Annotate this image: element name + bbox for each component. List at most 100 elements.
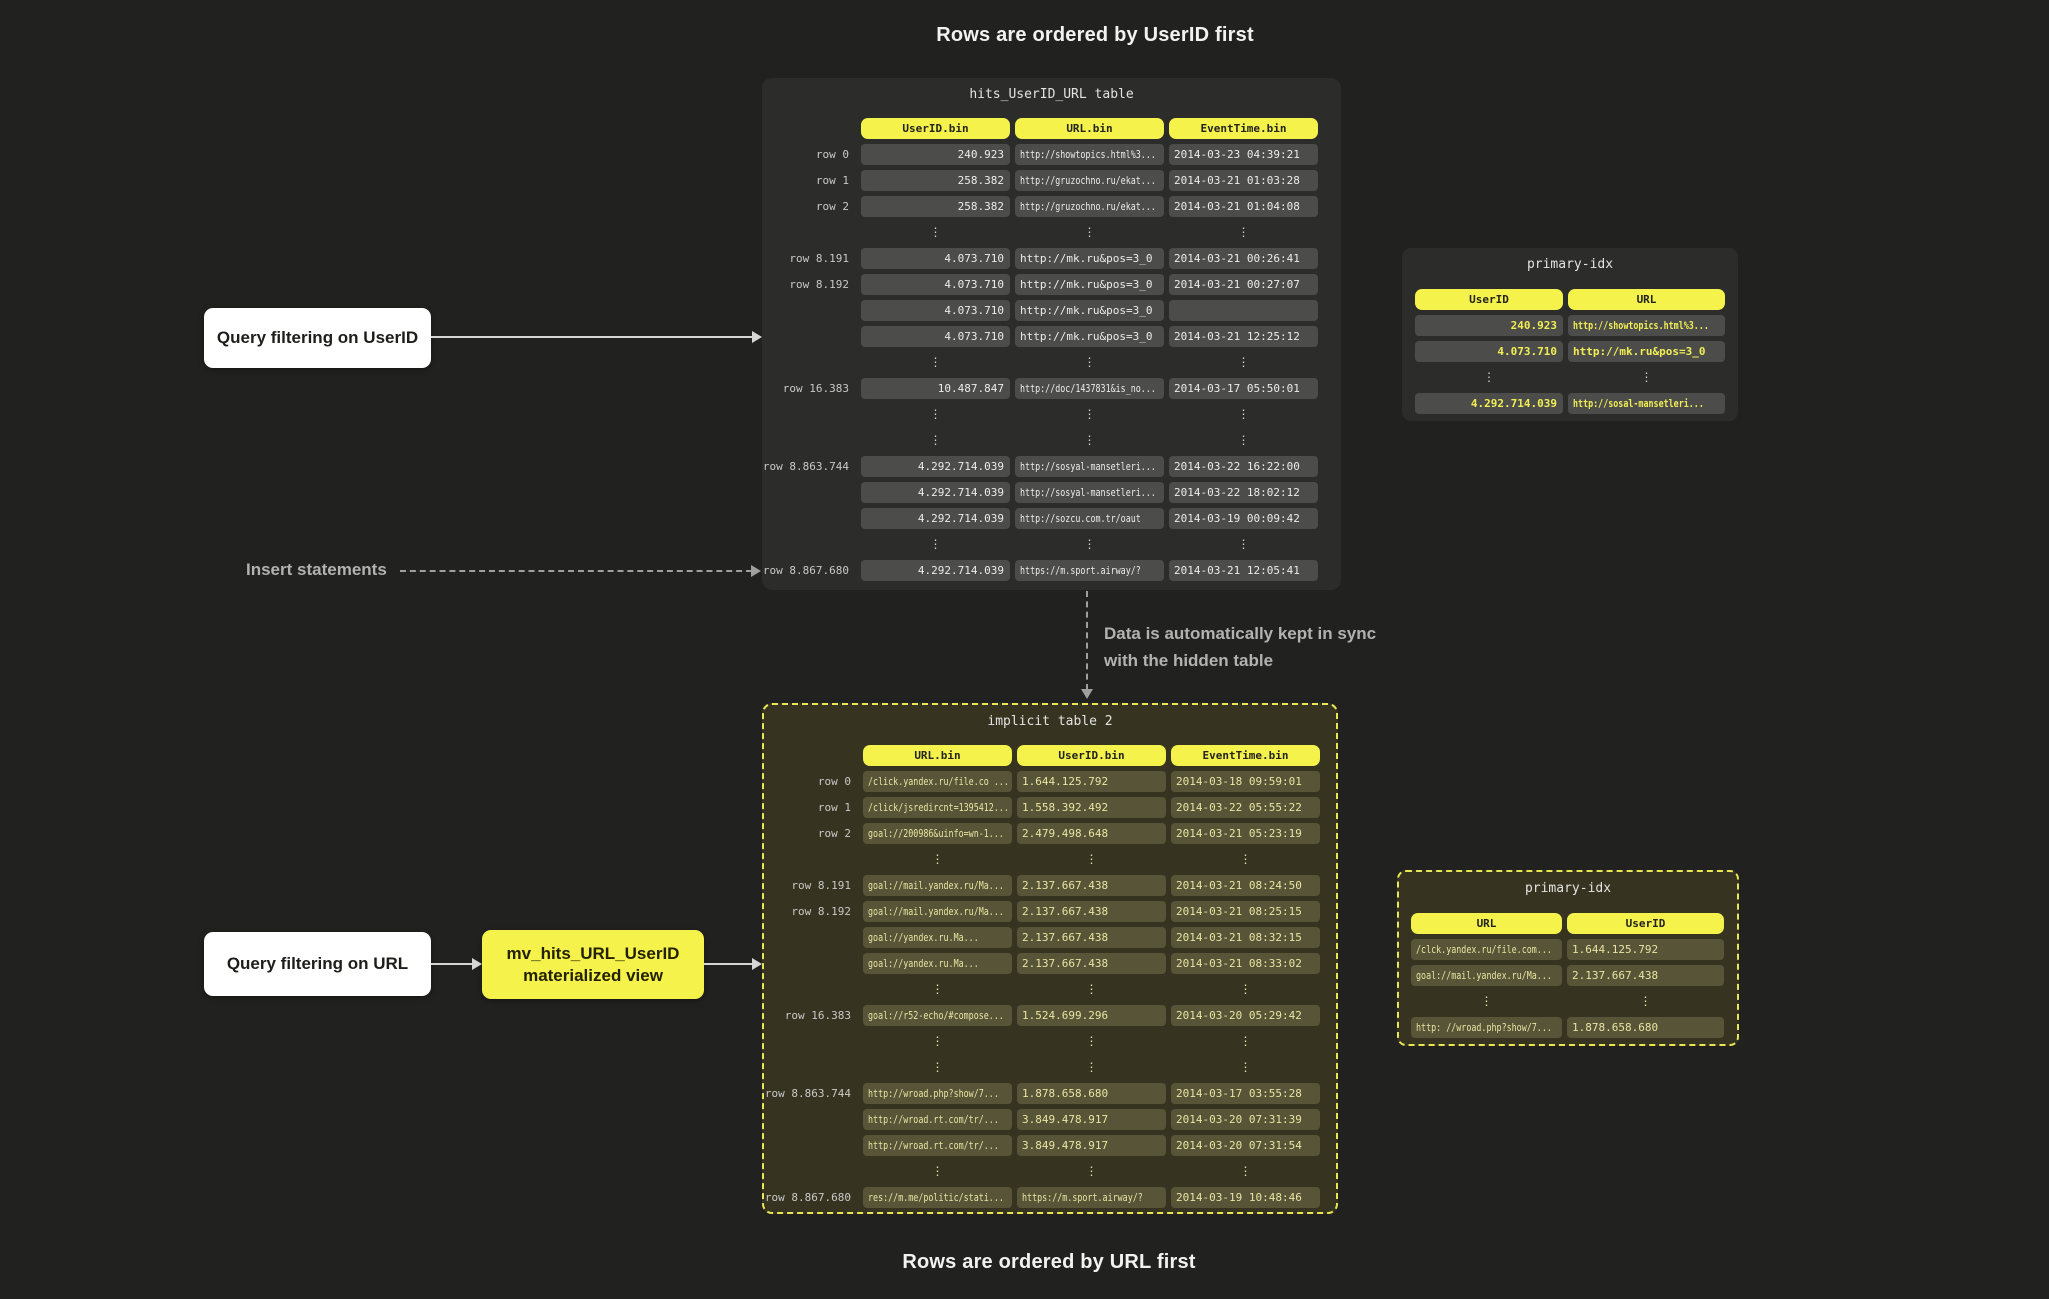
table-title: implicit table 2 [987,714,1113,729]
row-label [764,979,858,1000]
table-cell: http: //wroad.php?show/7... [1411,1016,1562,1038]
cell-text: http://gruzochno.ru/ekat... [1020,173,1156,187]
row-label [764,1031,858,1052]
cell-text: goal://yandex.ru.Ma... [868,956,979,970]
table-cell: http://showtopics.html%3... [1015,143,1164,165]
row-label [764,1135,858,1156]
ellipsis-cell: ⋮ [1237,406,1250,421]
cell-text: 2014-03-20 05:29:42 [1176,1008,1302,1022]
table-cell: 1.558.392.492 [1017,796,1166,818]
column-header: URL [1411,912,1562,934]
cell-text: 2014-03-21 00:27:07 [1174,277,1300,291]
row-label [764,1057,858,1078]
cell-text: 2014-03-17 05:50:01 [1174,381,1300,395]
ellipsis-cell: ⋮ [929,432,942,447]
row-label [762,482,856,503]
table-cell: 2014-03-20 07:31:39 [1171,1108,1320,1130]
cell-text: 2014-03-23 04:39:21 [1174,147,1300,161]
table-cell: 2014-03-21 12:05:41 [1169,559,1318,581]
ellipsis-cell: ⋮ [1239,1059,1252,1074]
cell-text: 2.137.667.438 [1022,930,1109,944]
insert-statements-label: Insert statements [246,560,387,579]
table-cell: goal://mail.yandex.ru/Ma... [863,874,1012,896]
cell-text: 1.558.392.492 [1022,800,1109,814]
table-cell: http://mk.ru&pos=3_0 [1568,340,1725,362]
row-label [762,222,856,243]
cell-text: https://m.sport.airway/? [1020,563,1141,577]
table-cell: 2014-03-17 05:50:01 [1169,377,1318,399]
ellipsis-cell: ⋮ [1239,1163,1252,1178]
table-cell: https://m.sport.airway/? [1017,1186,1166,1208]
table-cell: 2014-03-22 18:02:12 [1169,481,1318,503]
table-cell: 2014-03-21 12:25:12 [1169,325,1318,347]
table-cell: 1.644.125.792 [1567,938,1724,960]
table-cell: goal://200986&uinfo=wn-1... [863,822,1012,844]
cell-text: goal://mail.yandex.ru/Ma... [1416,968,1552,982]
row-label: row 8.867.680 [764,1190,851,1204]
cell-text: 4.292.714.039 [1470,396,1557,410]
bottom-title: Rows are ordered by URL first [902,1251,1196,1273]
table-cell: goal://r52-echo/#compose... [863,1004,1012,1026]
cell-text: /clck.yandex.ru/file.com... [1416,942,1552,956]
row-label: row 8.863.744 [764,1086,851,1100]
table-cell: 2014-03-17 03:55:28 [1171,1082,1320,1104]
ellipsis-cell: ⋮ [1239,851,1252,866]
table-cell: http://sosyal-mansetleri... [1015,455,1164,477]
table-cell: 2014-03-21 01:03:28 [1169,169,1318,191]
cell-text: 4.292.714.039 [917,563,1004,577]
row-label [764,927,858,948]
ellipsis-cell: ⋮ [1083,432,1096,447]
cell-text: goal://r52-echo/#compose... [868,1008,1004,1022]
row-label [764,1109,858,1130]
table-cell: goal://yandex.ru.Ma... [863,952,1012,974]
cell-text: http://gruzochno.ru/ekat... [1020,199,1156,213]
sync-arrow-line [1086,591,1088,690]
table-cell: http://showtopics.html%3... [1568,314,1725,336]
table-cell: http://mk.ru&pos=3_0 [1015,299,1164,321]
table-cell: 4.073.710 [861,299,1010,321]
cell-text: 2014-03-21 08:32:15 [1176,930,1302,944]
table-cell: http://wroad.rt.com/tr/... [863,1134,1012,1156]
table-cell: http://mk.ru&pos=3_0 [1015,273,1164,295]
table-cell: 4.073.710 [861,273,1010,295]
materialized-view-box: mv_hits_URL_UserID materialized view [482,930,704,999]
row-label [762,118,856,139]
column-header: URL [1568,288,1725,310]
column-header: UserID.bin [1017,744,1166,766]
cell-text: http://showtopics.html%3... [1020,147,1156,161]
query-filtering-userid-label: Query filtering on UserID [216,328,419,347]
ellipsis-cell: ⋮ [1083,406,1096,421]
cell-text: 1.644.125.792 [1022,774,1109,788]
table-cell: goal://mail.yandex.ru/Ma... [863,900,1012,922]
cell-text: 1.878.658.680 [1572,1020,1659,1034]
table-cell: 1.878.658.680 [1017,1082,1166,1104]
top-title: Rows are ordered by UserID first [936,24,1254,46]
table-cell: 2014-03-18 09:59:01 [1171,770,1320,792]
sync-note-line1: Data is automatically kept in sync [1104,624,1377,643]
table-cell: goal://mail.yandex.ru/Ma... [1411,964,1562,986]
table-cell: 240.923 [1415,314,1563,336]
row-label [762,430,856,451]
table-title: primary-idx [1524,881,1612,896]
sync-arrowhead-icon [1081,689,1093,699]
cell-text: 2014-03-17 03:55:28 [1176,1086,1302,1100]
table-cell: 4.073.710 [861,247,1010,269]
ellipsis-cell: ⋮ [1237,224,1250,239]
table-cell: 2014-03-21 01:04:08 [1169,195,1318,217]
row-label [762,404,856,425]
cell-text: http://mk.ru&pos=3_0 [1020,251,1153,265]
cell-text: 2014-03-19 00:09:42 [1174,511,1300,525]
table-title: hits_UserID_URL table [969,87,1134,102]
ellipsis-cell: ⋮ [1085,1059,1098,1074]
column-header: EventTime.bin [1169,117,1318,139]
cell-text: http: //wroad.php?show/7... [1416,1020,1552,1034]
table-cell: 2014-03-22 05:55:22 [1171,796,1320,818]
cell-text: 240.923 [1510,318,1557,332]
row-label: row 2 [815,199,849,213]
ellipsis-cell: ⋮ [1640,369,1653,384]
